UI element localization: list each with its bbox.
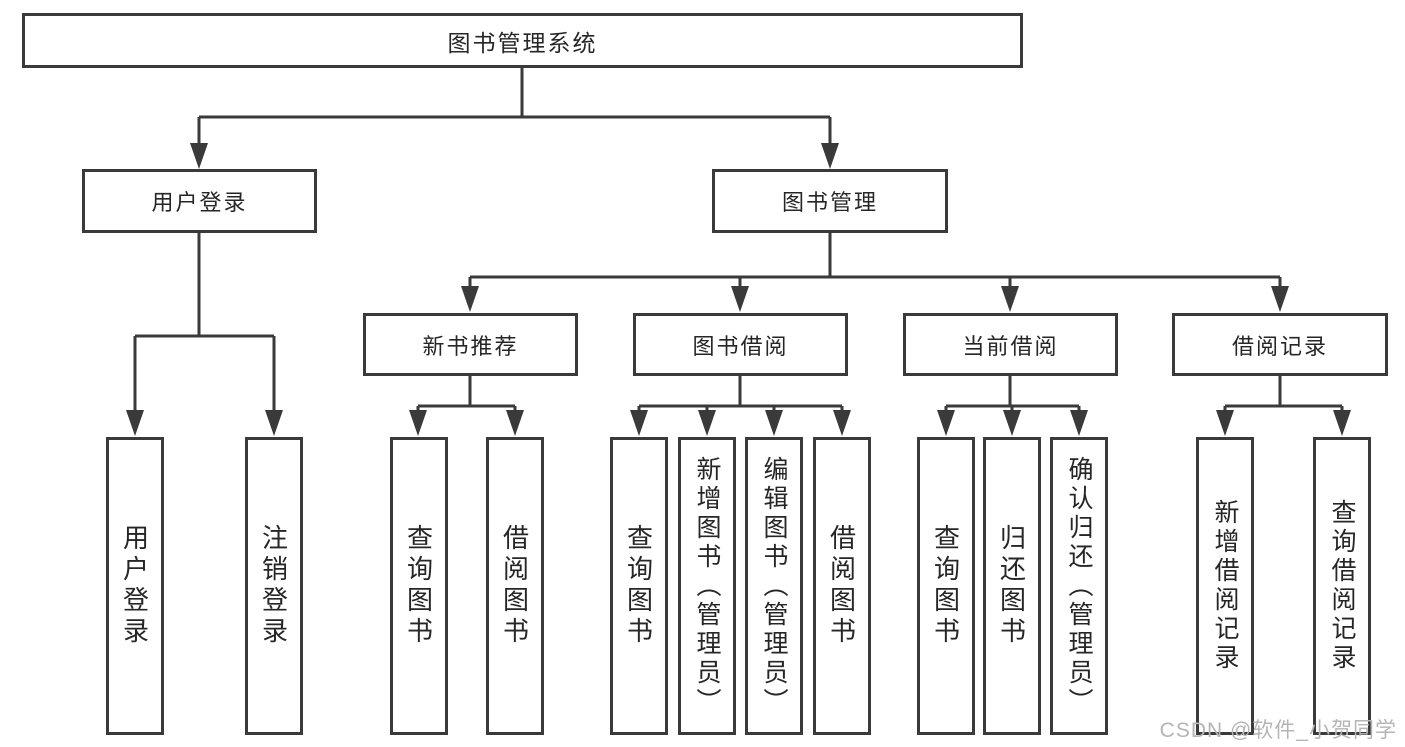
leaf-query-books-current: 查询图书 — [917, 437, 975, 735]
leaf-return-books: 归还图书 — [983, 437, 1041, 735]
leaf-query-books-recommend: 查询图书 — [390, 437, 448, 735]
node-new-book-recommend: 新书推荐 — [363, 313, 578, 376]
arrowheads — [126, 143, 1351, 436]
node-user-login: 用户登录 — [82, 169, 317, 233]
leaf-logout: 注销登录 — [245, 437, 303, 735]
leaf-add-borrow-record: 新增借阅记录 — [1196, 437, 1254, 735]
leaf-query-borrow-record: 查询借阅记录 — [1313, 437, 1371, 735]
leaf-query-books-borrow: 查询图书 — [610, 437, 668, 735]
leaf-confirm-return-admin: 确认归还（管理员） — [1050, 437, 1108, 735]
leaf-edit-books-admin: 编辑图书（管理员） — [745, 437, 803, 735]
leaf-borrow-books: 借阅图书 — [813, 437, 871, 735]
leaf-user-login: 用户登录 — [106, 437, 164, 735]
node-root-system: 图书管理系统 — [22, 13, 1023, 68]
node-borrow-records: 借阅记录 — [1172, 313, 1388, 376]
connector-lines — [133, 68, 1344, 416]
leaf-add-books-admin: 新增图书（管理员） — [678, 437, 736, 735]
node-current-borrow: 当前借阅 — [903, 313, 1118, 376]
node-book-management: 图书管理 — [712, 169, 948, 233]
node-book-borrow: 图书借阅 — [633, 313, 848, 376]
leaf-borrow-books-recommend: 借阅图书 — [486, 437, 544, 735]
